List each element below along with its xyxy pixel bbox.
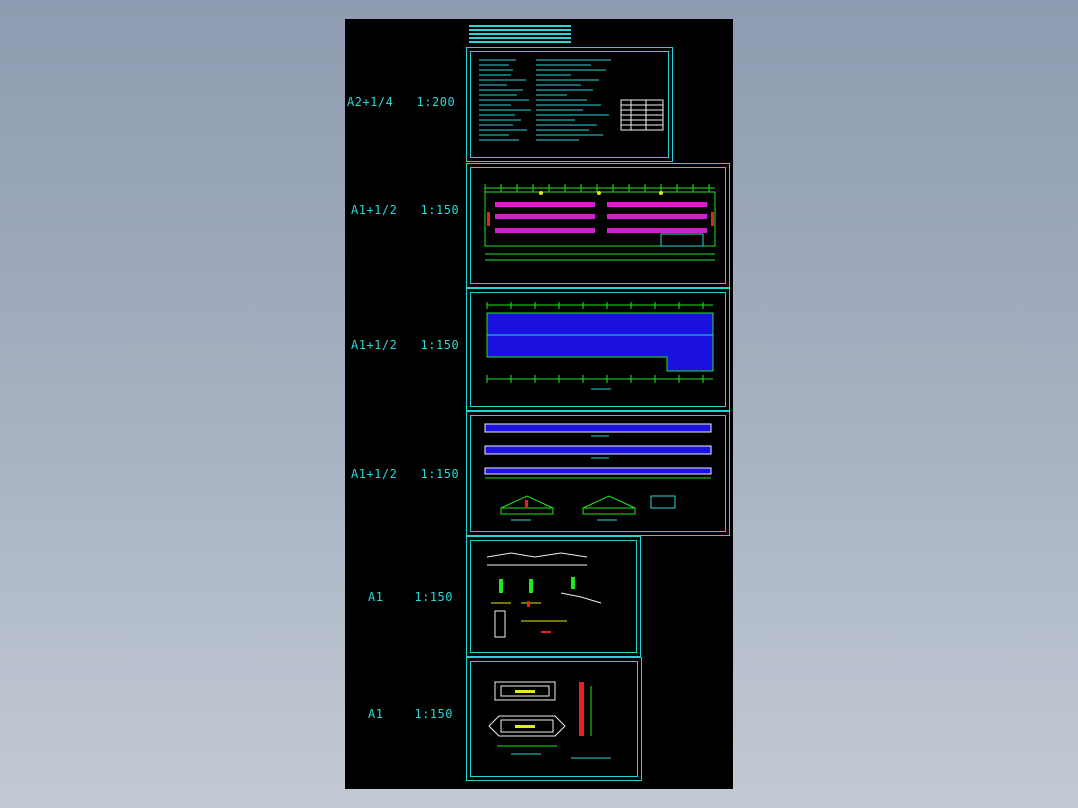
sheet-5-details-drawing (486, 552, 602, 638)
sheet-5-frame[interactable] (466, 536, 641, 657)
drawing-sheet-collection: A2+1/4 1:200 (345, 19, 733, 789)
sheet-6-details-drawing (488, 681, 611, 759)
sheet-5-format: A1 (368, 590, 384, 604)
sheet-1-label: A2+1/4 1:200 (347, 95, 455, 109)
sheet-6-frame[interactable] (466, 657, 642, 781)
sheet-6-scale: 1:150 (414, 707, 453, 721)
sheet-2-format: A1+1/2 (351, 203, 398, 217)
sheet-1-format: A2+1/4 (347, 95, 394, 109)
sheet-5-scale: 1:150 (414, 590, 453, 604)
sheet-5-label: A1 1:150 (368, 590, 453, 604)
sheet-6-label: A1 1:150 (368, 707, 453, 721)
sheet-3-roof-plan-drawing (486, 302, 714, 390)
sheet-2-scale: 1:150 (420, 203, 460, 217)
sheet-4-label: A1+1/2 1:150 (351, 467, 459, 481)
sheet-6-format: A1 (368, 707, 384, 721)
sheet-4-frame[interactable] (466, 411, 730, 536)
sheet-4-scale: 1:150 (420, 467, 460, 481)
sheet-1-scale: 1:200 (416, 95, 456, 109)
sheet-2-frame[interactable] (466, 163, 730, 288)
sheet-3-frame[interactable] (466, 288, 730, 411)
sheet-4-elevations-drawing (484, 423, 712, 521)
title-block-strip (469, 25, 571, 43)
sheet-1-notes-drawing (479, 59, 664, 141)
sheet-1-frame[interactable] (466, 47, 673, 162)
sheet-3-label: A1+1/2 1:150 (351, 338, 459, 352)
sheet-4-format: A1+1/2 (351, 467, 398, 481)
sheet-2-label: A1+1/2 1:150 (351, 203, 459, 217)
sheet-2-floor-plan-drawing (484, 184, 716, 261)
sheet-3-scale: 1:150 (420, 338, 460, 352)
sheet-3-format: A1+1/2 (351, 338, 398, 352)
